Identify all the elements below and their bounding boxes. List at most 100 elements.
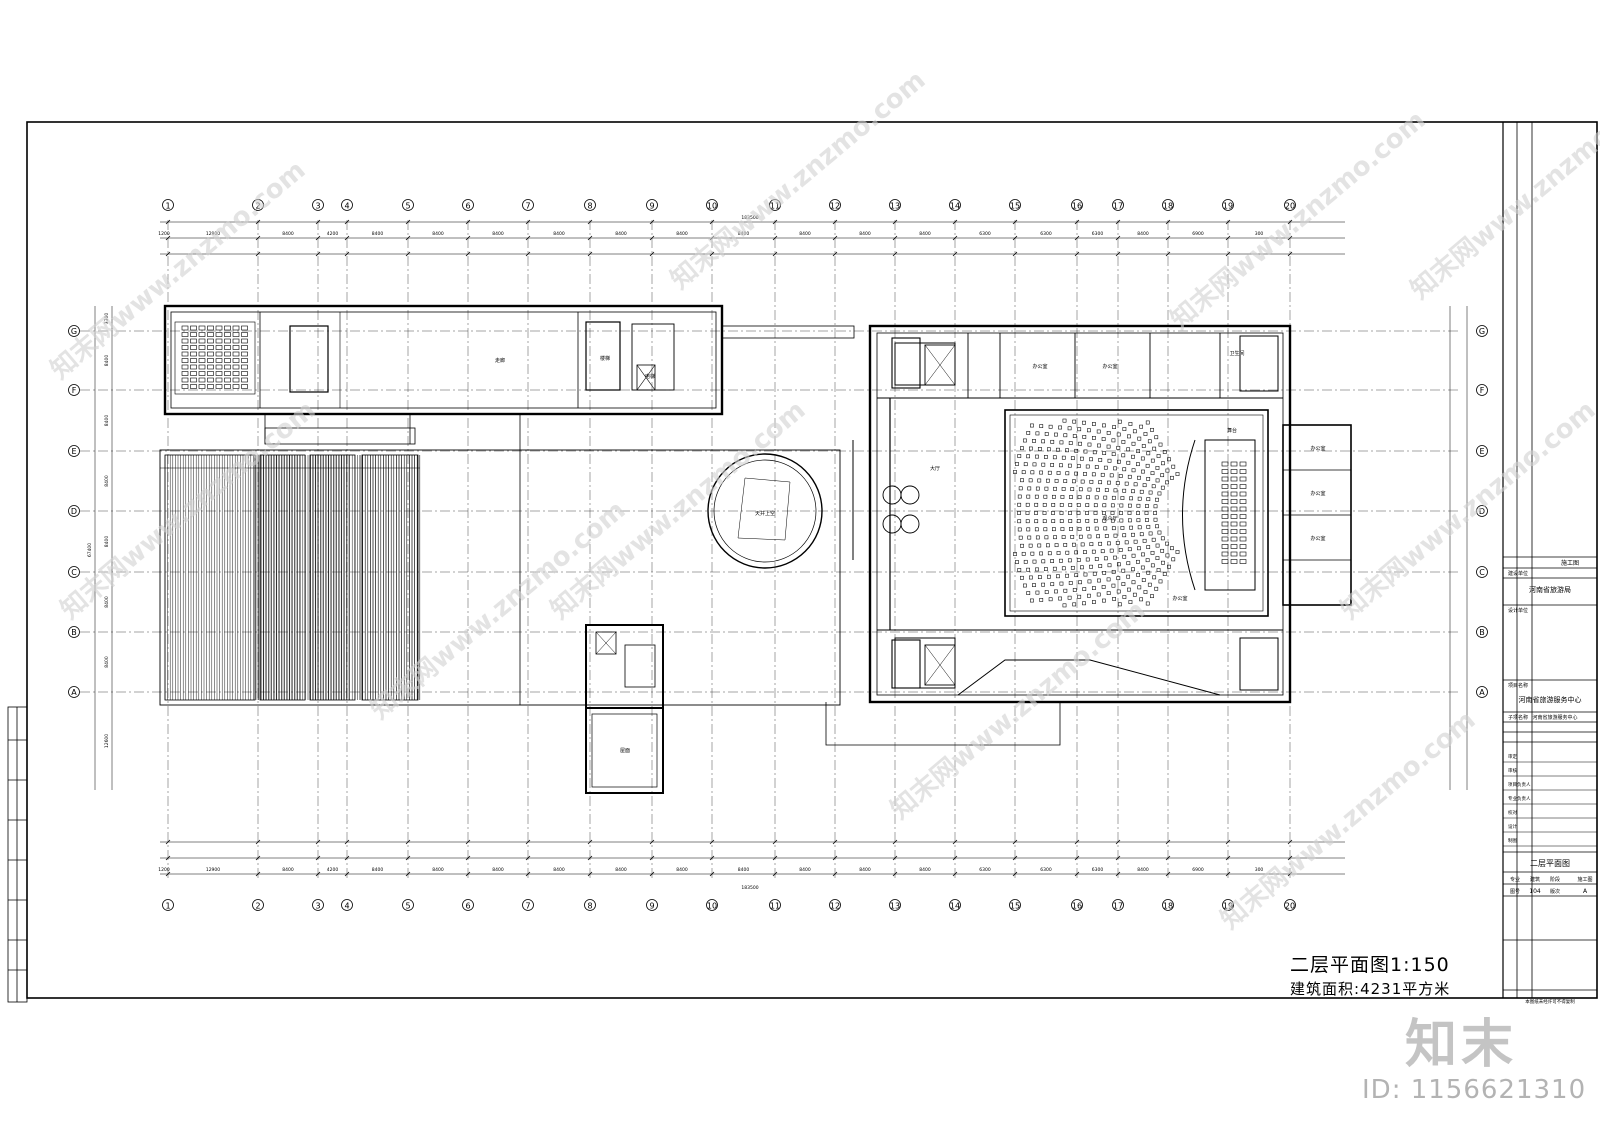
auditorium-seat <box>1092 586 1096 590</box>
dimension-text-top: 8400 <box>1137 231 1149 237</box>
tb-discipline: 建筑 <box>1530 876 1540 883</box>
axis-label-right: F <box>1480 386 1485 395</box>
dimension-tick <box>587 251 593 257</box>
dimension-text-left: 8400 <box>104 596 110 608</box>
axis-bubble-top <box>1284 199 1296 211</box>
lecture-seat <box>224 358 231 363</box>
auditorium-seat <box>1111 583 1116 588</box>
lecture-seat <box>190 351 197 357</box>
hatch-bay <box>309 454 356 701</box>
auditorium-seat <box>1056 447 1060 452</box>
lecture-seat <box>241 384 248 389</box>
axis-label-right: C <box>1479 568 1485 577</box>
room-label: 办公室 <box>1102 363 1117 370</box>
auditorium-seat <box>1037 543 1042 548</box>
auditorium-seat <box>1122 595 1127 599</box>
auditorium-seat <box>1121 453 1126 458</box>
dimension-tick <box>525 219 531 225</box>
auditorium-seat <box>1026 494 1031 499</box>
dimension-tick <box>1115 871 1121 877</box>
dimension-tick <box>525 235 531 241</box>
axis-bubble-top <box>706 199 718 211</box>
auditorium-seat <box>1140 456 1145 461</box>
auditorium-seat <box>1034 519 1039 524</box>
stage-seat <box>1221 551 1229 557</box>
dimension-tick <box>525 871 531 877</box>
auditorium-seat <box>1052 494 1056 499</box>
axis-bubble-bottom <box>1162 899 1174 911</box>
left-margin-strip <box>7 706 28 1003</box>
dimension-tick <box>1012 251 1018 257</box>
auditorium-seat <box>1068 519 1073 523</box>
dimension-tick <box>1012 235 1018 241</box>
dimension-tick <box>344 871 350 877</box>
auditorium-seat <box>1076 519 1081 523</box>
dimension-text-bottom: 8400 <box>738 867 750 873</box>
stage-seat <box>1221 529 1229 534</box>
auditorium-seat <box>1072 542 1076 547</box>
auditorium-seat <box>1152 446 1157 451</box>
axis-label-top: 17 <box>1113 202 1123 211</box>
auditorium-seat <box>1137 436 1142 441</box>
auditorium-seat <box>1150 594 1154 599</box>
auditorium-seat <box>1154 435 1159 440</box>
lecture-seat <box>224 377 231 383</box>
auditorium-seat <box>1118 548 1123 552</box>
axis-label-top: 20 <box>1285 202 1295 211</box>
auditorium-seat <box>1131 532 1135 537</box>
lecture-seat <box>207 364 214 370</box>
stage-seat <box>1221 521 1229 527</box>
lecture-seat <box>181 364 189 370</box>
auditorium-seat <box>1067 426 1072 431</box>
dimension-text-top: 8400 <box>676 231 688 237</box>
tb-project: 河南省旅游服务中心 <box>1519 695 1582 704</box>
dimension-tick <box>1287 855 1293 861</box>
auditorium-seat <box>1061 455 1066 460</box>
lecture-seat <box>190 345 197 350</box>
auditorium-seat <box>1020 446 1024 451</box>
lecture-seat <box>241 338 248 344</box>
auditorium-seat <box>1023 583 1027 588</box>
dimension-text-top: 8400 <box>615 231 627 237</box>
auditorium-seat <box>1067 595 1072 600</box>
stage-seat <box>1221 559 1229 564</box>
lecture-seat <box>224 332 231 337</box>
auditorium-seat <box>1039 598 1044 602</box>
auditorium-seat <box>1047 551 1052 556</box>
dimension-text-bottom: 6300 <box>979 867 991 873</box>
axis-bubble-top <box>312 199 324 211</box>
auditorium-seat <box>1047 470 1052 475</box>
drawing-title-text: 二层平面图 <box>1290 954 1391 976</box>
auditorium-seat <box>1034 502 1039 507</box>
auditorium-seat <box>1122 427 1127 431</box>
lecture-seat <box>198 351 206 357</box>
auditorium-seat <box>1087 534 1092 539</box>
dimension-tick <box>649 839 655 845</box>
dimension-text-left: 3300 <box>104 313 110 325</box>
auditorium-seat <box>1140 565 1145 570</box>
dimension-tick <box>1165 219 1171 225</box>
roof-plaza <box>159 449 841 706</box>
auditorium-seat <box>1097 443 1101 448</box>
axis-label-top: 5 <box>405 202 410 211</box>
dimension-text-bottom: 8400 <box>859 867 871 873</box>
auditorium-seat <box>1058 596 1062 601</box>
stage-seat <box>1239 529 1247 534</box>
auditorium-seat <box>1116 589 1121 594</box>
auditorium-seat <box>1018 535 1023 540</box>
dimension-total-left: 67400 <box>87 543 93 557</box>
axis-bubble-bottom <box>949 899 961 911</box>
auditorium-seat <box>1113 466 1117 471</box>
room-label: 办公室 <box>1310 445 1325 452</box>
lecture-seat <box>241 325 248 331</box>
lecture-seat <box>241 351 248 357</box>
auditorium-seat <box>1013 552 1017 556</box>
auditorium-seat <box>1051 519 1056 523</box>
auditorium-seat <box>1061 535 1066 539</box>
lecture-seat <box>232 384 240 389</box>
auditorium-seat <box>1155 543 1160 548</box>
lecture-seat <box>198 364 206 370</box>
room-label: 办公室 <box>1032 363 1047 370</box>
auditorium-seat <box>1150 563 1155 568</box>
